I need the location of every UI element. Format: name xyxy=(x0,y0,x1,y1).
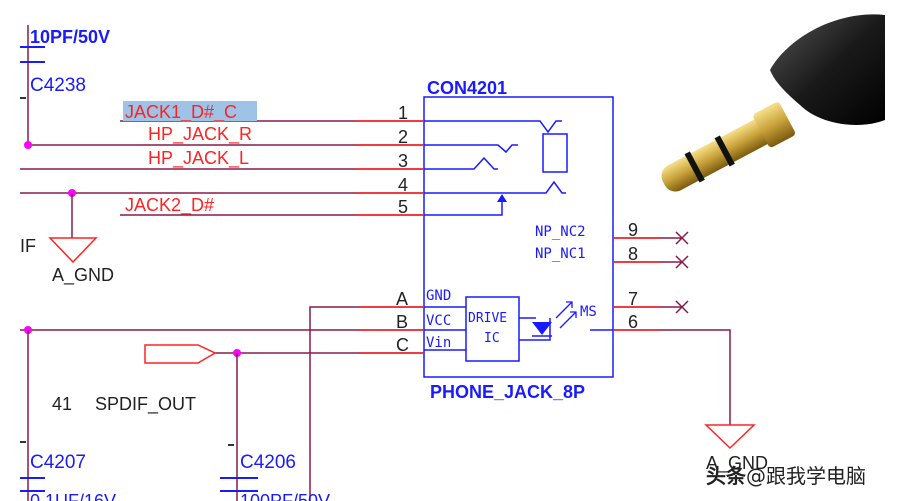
pin-5: 5 xyxy=(398,197,408,217)
cap-bottom-left-value: 0.1UF/16V xyxy=(30,491,116,501)
label-np-nc2: NP_NC2 xyxy=(535,224,586,240)
net-highlight xyxy=(123,101,257,121)
net-hp-r: HP_JACK_R xyxy=(148,124,252,145)
watermark: 头条@跟我学电脑 xyxy=(706,460,866,489)
net-spdif: SPDIF_OUT xyxy=(95,394,196,415)
connector-symbol xyxy=(423,96,614,378)
pin-a: A xyxy=(396,289,408,309)
label-if: IF xyxy=(20,236,36,256)
label-vin: Vin xyxy=(426,335,451,351)
cap-bottom-left-ref: C4207 xyxy=(30,452,86,473)
label-vcc: VCC xyxy=(426,313,451,329)
watermark-prefix: 头条 xyxy=(706,464,746,488)
net-agnd-left: A_GND xyxy=(52,265,114,286)
label-ms: MS xyxy=(580,304,597,320)
pin-4: 4 xyxy=(398,175,408,195)
cap-top-ref: C4238 xyxy=(30,75,86,96)
pin-8: 8 xyxy=(628,244,638,264)
cap-top-value: 10PF/50V xyxy=(30,27,110,47)
connector-ref: CON4201 xyxy=(427,78,507,98)
net-hp-l: HP_JACK_L xyxy=(148,148,249,169)
pin-b: B xyxy=(396,312,408,332)
connector-part: PHONE_JACK_8P xyxy=(430,382,585,402)
net-jack1: JACK1_D#_C xyxy=(125,102,237,123)
watermark-handle: @跟我学电脑 xyxy=(746,464,866,488)
label-np-nc1: NP_NC1 xyxy=(535,246,586,262)
cap-bottom-mid-ref: C4206 xyxy=(240,452,296,473)
cap-bottom-mid-value: 100PF/50V xyxy=(240,491,330,501)
spdif-number: 41 xyxy=(52,394,72,414)
label-ic: IC xyxy=(484,331,500,346)
net-jack2: JACK2_D# xyxy=(125,195,214,216)
agnd-right-symbol xyxy=(704,424,756,450)
label-gnd: GND xyxy=(426,288,451,304)
pin-3: 3 xyxy=(398,151,408,171)
pin-wires xyxy=(20,120,731,501)
label-drive: DRIVE xyxy=(468,311,507,326)
net-agnd-right: A_GND xyxy=(706,453,768,474)
pin-7: 7 xyxy=(628,289,638,309)
pin-9: 9 xyxy=(628,220,638,240)
left-circuit xyxy=(20,25,258,501)
pin-c: C xyxy=(396,335,409,355)
audio-plug-image xyxy=(661,14,885,192)
no-connect-marks xyxy=(675,231,689,314)
pin-6: 6 xyxy=(628,312,638,332)
pin-2: 2 xyxy=(398,127,408,147)
pin-1: 1 xyxy=(398,103,408,123)
